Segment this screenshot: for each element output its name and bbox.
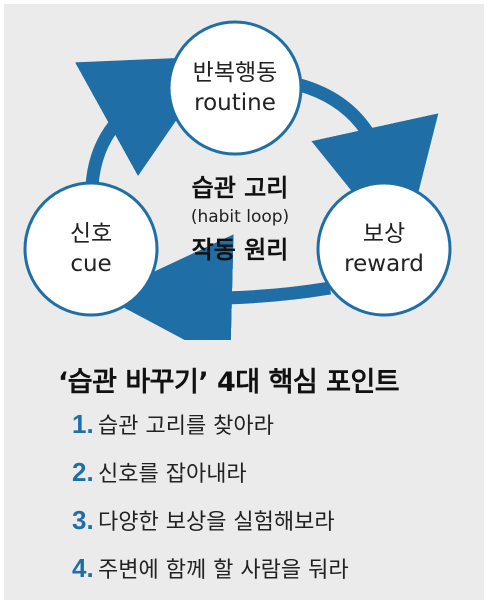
- point-number: 1.: [72, 409, 94, 439]
- points-list: 1. 습관 고리를 찾아라 2. 신호를 잡아내라 3. 다양한 보상을 실험해…: [72, 408, 349, 600]
- node-cue-ko: 신호: [70, 221, 112, 247]
- node-reward: 보상 reward: [316, 181, 452, 317]
- points-heading: ‘습관 바꾸기’ 4대 핵심 포인트: [58, 367, 400, 398]
- list-item: 2. 신호를 잡아내라: [72, 456, 349, 504]
- node-reward-circle: [316, 181, 452, 317]
- arrow-reward-to-cue: [102, 234, 332, 340]
- node-routine-en: routine: [194, 90, 276, 116]
- point-text: 다양한 보상을 실험해보라: [98, 510, 335, 535]
- node-routine-ko: 반복행동: [193, 60, 278, 86]
- arrow-routine-to-reward: [298, 78, 439, 255]
- list-item: 3. 다양한 보상을 실험해보라: [72, 504, 349, 552]
- point-text: 습관 고리를 찾아라: [98, 414, 274, 439]
- habit-loop-diagram: 반복행동 routine 보상 reward 신호 cue 습관 고리 (hab…: [23, 20, 452, 340]
- point-number: 4.: [72, 553, 94, 583]
- point-number: 3.: [72, 505, 94, 535]
- node-cue-en: cue: [70, 251, 111, 277]
- center-subtitle: (habit loop): [191, 207, 289, 227]
- point-text: 신호를 잡아내라: [98, 462, 247, 487]
- node-cue: 신호 cue: [23, 181, 159, 317]
- list-item: 1. 습관 고리를 찾아라: [72, 408, 349, 456]
- arrow-cue-to-routine: [75, 56, 221, 187]
- node-reward-en: reward: [344, 251, 424, 277]
- point-number: 2.: [72, 457, 94, 487]
- center-title: 습관 고리: [192, 174, 289, 202]
- point-text: 주변에 함께 할 사람을 둬라: [98, 558, 349, 583]
- center-caption: 작동 원리: [192, 236, 289, 264]
- node-routine-circle: [167, 20, 303, 156]
- node-reward-ko: 보상: [363, 221, 405, 247]
- list-item: 4. 주변에 함께 할 사람을 둬라: [72, 552, 349, 600]
- node-cue-circle: [23, 181, 159, 317]
- node-routine: 반복행동 routine: [167, 20, 303, 156]
